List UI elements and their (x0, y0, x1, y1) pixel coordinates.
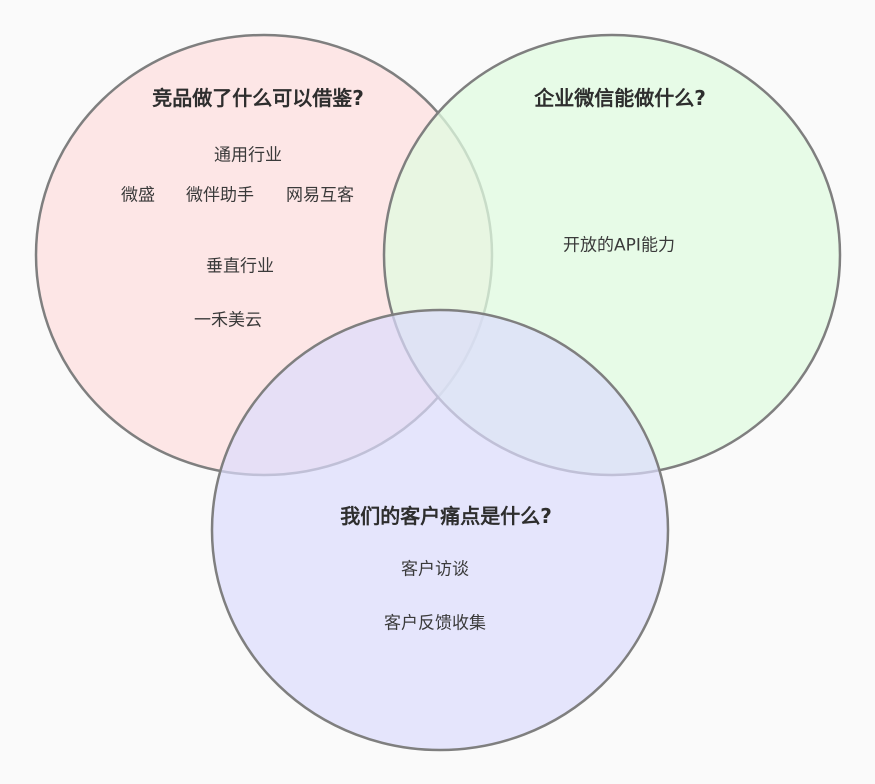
wecom-title: 企业微信能做什么? (534, 86, 706, 110)
interviews-label: 客户访谈 (401, 559, 469, 580)
general-industry-label: 通用行业 (214, 145, 282, 166)
vertical-industry-label: 垂直行业 (206, 256, 274, 277)
netease-label: 网易互客 (286, 185, 354, 206)
weisheng-label: 微盛 (121, 185, 155, 206)
yihe-label: 一禾美云 (194, 310, 262, 331)
open-api-label: 开放的API能力 (563, 235, 675, 256)
customers-circle (210, 308, 670, 752)
weiban-label: 微伴助手 (186, 185, 254, 206)
competitors-title: 竞品做了什么可以借鉴? (152, 86, 364, 110)
feedback-label: 客户反馈收集 (384, 613, 486, 634)
customers-title: 我们的客户痛点是什么? (340, 504, 552, 528)
